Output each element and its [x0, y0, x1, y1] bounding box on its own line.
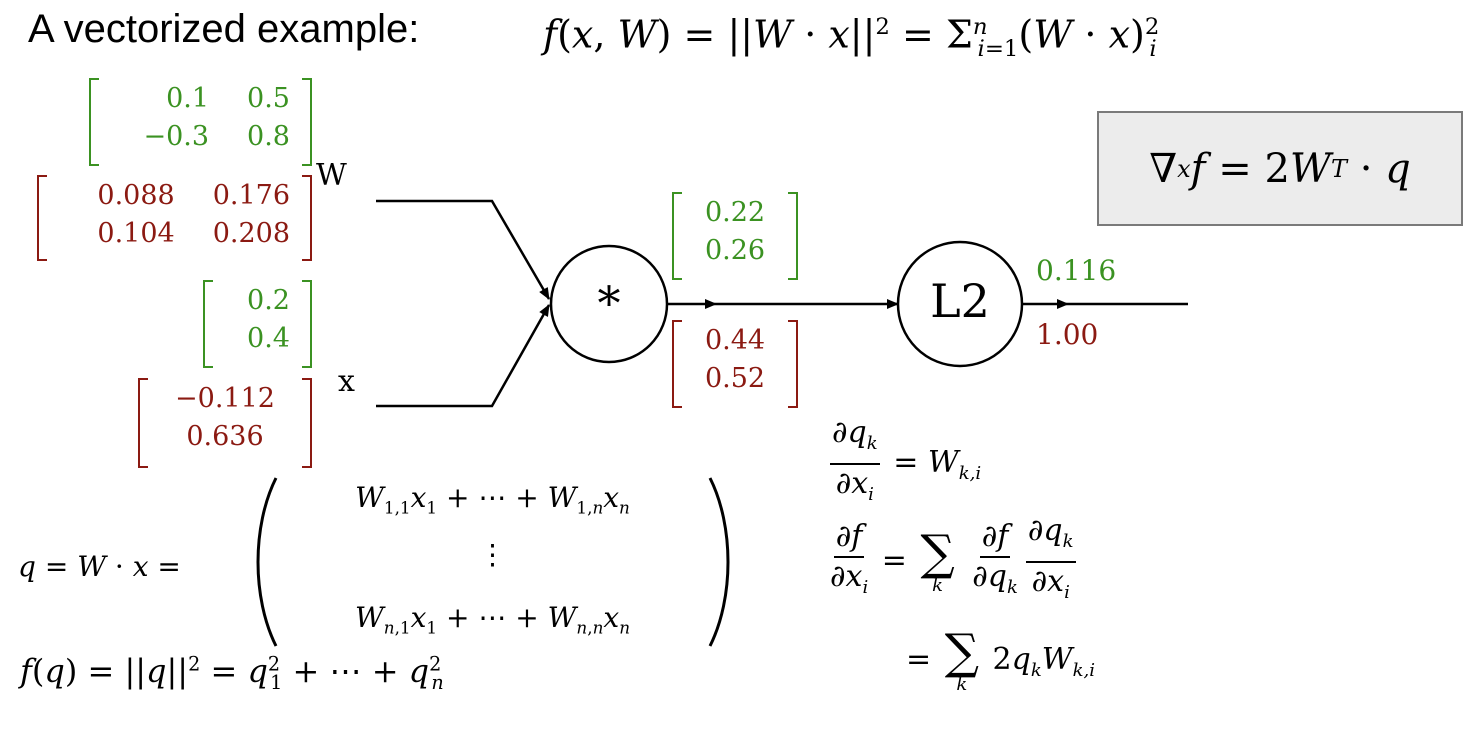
q-gradient-vector: 0.44 0.52	[672, 320, 798, 408]
q-value-vector: 0.22 0.26	[672, 192, 798, 280]
multiply-node: *	[597, 276, 621, 330]
output-gradient: 1.00	[1036, 318, 1099, 351]
x-value-vector: 0.2 0.4	[203, 280, 312, 368]
input-label-x: x	[338, 364, 355, 399]
right-paren-icon	[708, 477, 730, 647]
df-dx-equation: ∂f∂xi = ∑k ∂f∂qk∂qk∂xi	[830, 513, 1076, 603]
q-row-1: W1,1x1 + ⋯ + W1,nxn	[355, 481, 630, 518]
slide-title: A vectorized example:	[28, 7, 420, 51]
title-formula: f(x, W) = ||W · x||2 = Σni=1(W · x)2i	[543, 12, 1160, 63]
l2-node: L2	[930, 274, 990, 328]
left-paren-icon	[256, 477, 278, 647]
q-row-2: ⋮	[478, 538, 507, 571]
input-label-W: W	[316, 158, 347, 193]
output-value: 0.116	[1036, 254, 1117, 287]
df-dx-result: = ∑k 2qkWk,i	[906, 624, 1095, 695]
q-row-3: Wn,1x1 + ⋯ + Wn,nxn	[355, 601, 630, 638]
q-definition-lhs: q = W · x =	[18, 550, 181, 583]
f-definition: f(q) = ||q||2 = q21 + ⋯ + q2n	[20, 652, 444, 695]
dq-dx-equation: ∂qk∂xi = Wk,i	[830, 415, 982, 505]
x-gradient-vector: −0.112 0.636	[138, 378, 312, 468]
